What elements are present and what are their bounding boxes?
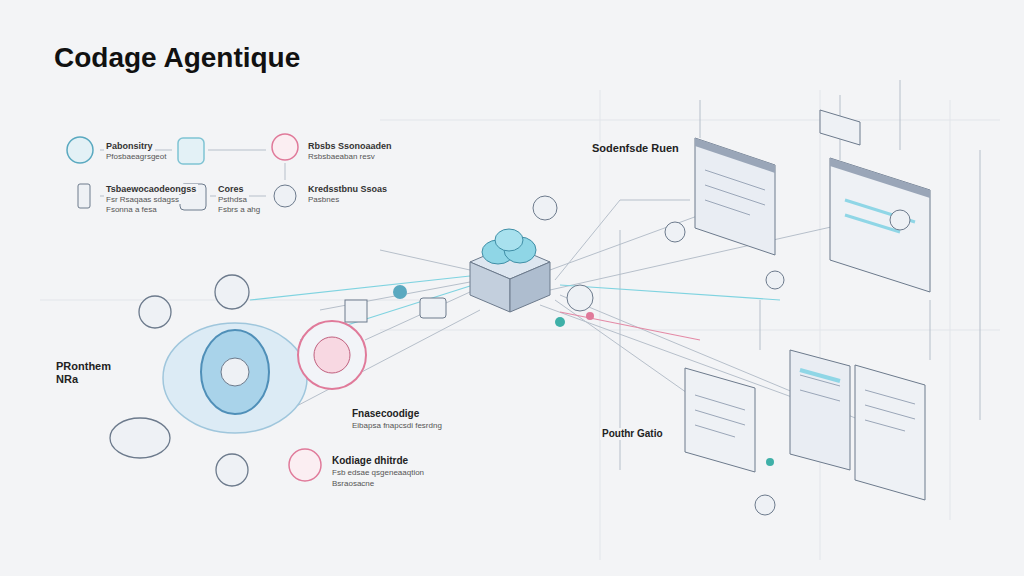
- label-text: NRa: [54, 373, 80, 386]
- node-icon: [755, 495, 775, 515]
- label-text: Kodiage dhitrde: [330, 455, 410, 467]
- label-text: Rsbsbaeaban resv: [306, 152, 377, 161]
- connection-lines: [100, 80, 980, 470]
- node-icon: [533, 196, 557, 220]
- label-text: Eibapsa fnapcsdi fesrdng: [350, 421, 444, 430]
- cube-side: [510, 262, 550, 312]
- screen-panel: [695, 138, 775, 255]
- label-text: Sodenfsde Ruen: [590, 142, 681, 155]
- screen-panel: [855, 365, 925, 500]
- screen-panel: [685, 368, 755, 472]
- chip-icon: [420, 298, 446, 318]
- top-right-panels: [695, 110, 930, 292]
- dot: [766, 458, 774, 466]
- dot: [586, 312, 594, 320]
- label-text: Fsb edsae qsgeneaaqtion: [330, 468, 426, 477]
- node-icon: [110, 418, 170, 458]
- diagram-title: Codage Agentique: [54, 42, 300, 74]
- label-text: Tsbaewocaodeongss: [104, 184, 198, 194]
- doc-icon: [345, 300, 367, 322]
- label-text: Pfosbaeagrsgeot: [104, 152, 169, 161]
- bottom-right-panels: [685, 350, 925, 515]
- central-cube: [420, 196, 685, 327]
- label-text: Pabonsitry: [104, 141, 155, 151]
- label-text: PRonthem: [54, 360, 113, 373]
- node-icon: [665, 222, 685, 242]
- panel-lines: [705, 170, 765, 215]
- node-icon: [139, 296, 171, 328]
- top-left-icons: [67, 134, 298, 210]
- label-text: Bsraosacne: [330, 479, 376, 488]
- icon-circle: [274, 185, 296, 207]
- screen-panel: [830, 158, 930, 292]
- label-text: Fsbrs a ahg: [216, 205, 262, 214]
- node-icon: [215, 275, 249, 309]
- dot: [555, 317, 565, 327]
- panel-lines: [845, 200, 915, 232]
- panel-lines: [800, 370, 840, 381]
- node-icon: [890, 210, 910, 230]
- core-icon: [221, 358, 249, 386]
- label-text: Fnasecoodige: [350, 408, 421, 420]
- label-text: Psthdsa: [216, 195, 249, 204]
- pink-ring: [298, 321, 366, 389]
- label-text: Rbsbs Ssonoaaden: [306, 141, 394, 151]
- label-text: Pasbnes: [306, 195, 341, 204]
- platform-disc: [163, 323, 307, 433]
- dot: [393, 285, 407, 299]
- core-disc: [201, 330, 269, 414]
- panel-header: [830, 158, 930, 198]
- grid-lines: [40, 90, 1000, 560]
- icon-circle: [272, 134, 298, 160]
- node-icon: [567, 285, 593, 311]
- panel-lines: [695, 375, 915, 437]
- small-device: [820, 110, 860, 145]
- icon-circle: [67, 137, 93, 163]
- label-text: Kredsstbnu Ssoas: [306, 184, 389, 194]
- screen-panel: [790, 350, 850, 470]
- panel-header: [695, 138, 775, 173]
- cloud: [495, 229, 523, 251]
- icon-device: [78, 184, 90, 208]
- label-text: Cores: [216, 184, 246, 194]
- wire: [620, 80, 980, 470]
- label-text: Fsonna a fesa: [104, 205, 159, 214]
- grid-line: [40, 90, 1000, 560]
- label-text: Pouthr Gatio: [600, 428, 665, 440]
- label-text: Fsr Rsaqaas sdagss: [104, 195, 181, 204]
- icon-square: [178, 138, 204, 164]
- cube-side: [470, 262, 510, 312]
- pink-core: [314, 337, 350, 373]
- node-icon: [216, 454, 248, 486]
- node-icon: [766, 271, 784, 289]
- node-icon: [289, 449, 321, 481]
